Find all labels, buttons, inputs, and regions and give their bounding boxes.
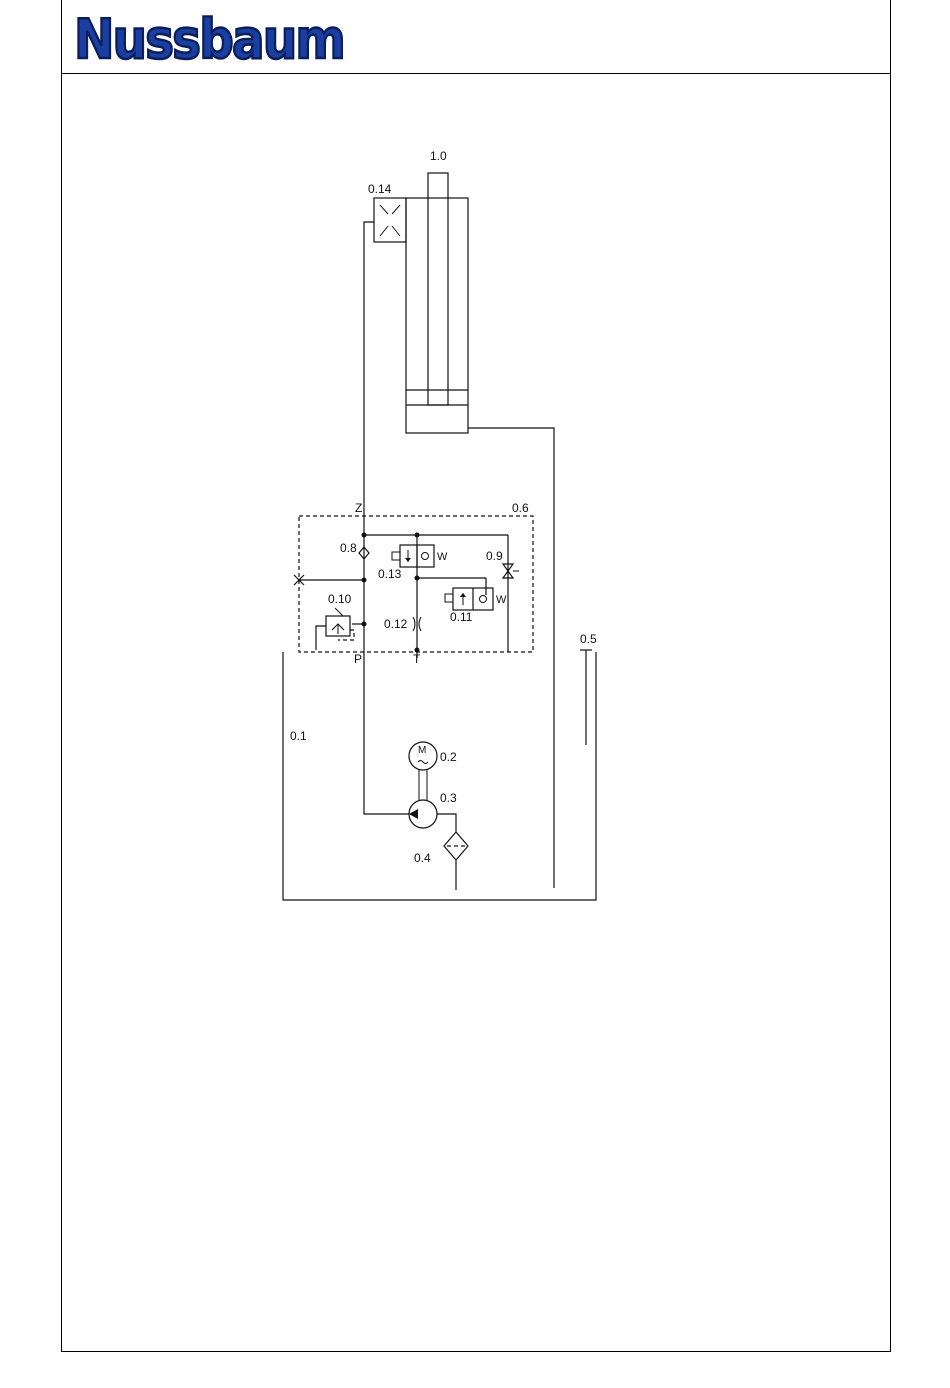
label-valve-0-14: 0.14 bbox=[368, 182, 392, 196]
label-port-z: Z bbox=[355, 501, 362, 515]
valve-0-14: 0.14 bbox=[368, 182, 406, 242]
label-valve-0-8: 0.8 bbox=[340, 541, 357, 555]
label-tank-0-1: 0.1 bbox=[290, 729, 307, 743]
pump-0-3: 0.3 bbox=[409, 791, 457, 832]
label-tank-0-5: 0.5 bbox=[580, 632, 597, 646]
label-motor-0-2: 0.2 bbox=[440, 750, 457, 764]
motor-0-2: M 0.2 bbox=[409, 742, 457, 770]
valve-0-9: 0.9 bbox=[486, 549, 519, 578]
solenoid-valve-0-13: W 0.13 bbox=[378, 545, 448, 581]
dipstick-0-5: 0.5 bbox=[580, 632, 597, 745]
check-valve-0-8: 0.8 bbox=[340, 541, 369, 559]
svg-text:W: W bbox=[496, 594, 507, 606]
label-valve-0-11: 0.11 bbox=[450, 610, 473, 624]
cylinder-1-0: 1.0 bbox=[406, 149, 468, 433]
solenoid-valve-0-11: W 0.11 bbox=[445, 588, 507, 624]
throttle-0-12: 0.12 bbox=[384, 617, 421, 631]
tank-0-1: 0.1 bbox=[283, 652, 596, 900]
svg-text:W: W bbox=[437, 551, 448, 563]
motor-symbol: M bbox=[418, 745, 426, 756]
line-pump-pressure bbox=[364, 650, 409, 814]
label-cylinder: 1.0 bbox=[430, 149, 447, 163]
filter-0-4: 0.4 bbox=[414, 832, 468, 890]
label-port-p: P bbox=[354, 652, 362, 666]
line-z-upper bbox=[364, 222, 374, 516]
label-valve-0-9: 0.9 bbox=[486, 549, 503, 563]
label-block: 0.6 bbox=[512, 501, 529, 515]
label-valve-0-10: 0.10 bbox=[328, 592, 352, 606]
label-filter-0-4: 0.4 bbox=[414, 851, 431, 865]
label-pump-0-3: 0.3 bbox=[440, 791, 457, 805]
relief-valve-0-10: 0.10 bbox=[316, 592, 354, 650]
label-throttle-0-12: 0.12 bbox=[384, 617, 408, 631]
label-valve-0-13: 0.13 bbox=[378, 567, 402, 581]
line-return-right bbox=[468, 428, 554, 888]
